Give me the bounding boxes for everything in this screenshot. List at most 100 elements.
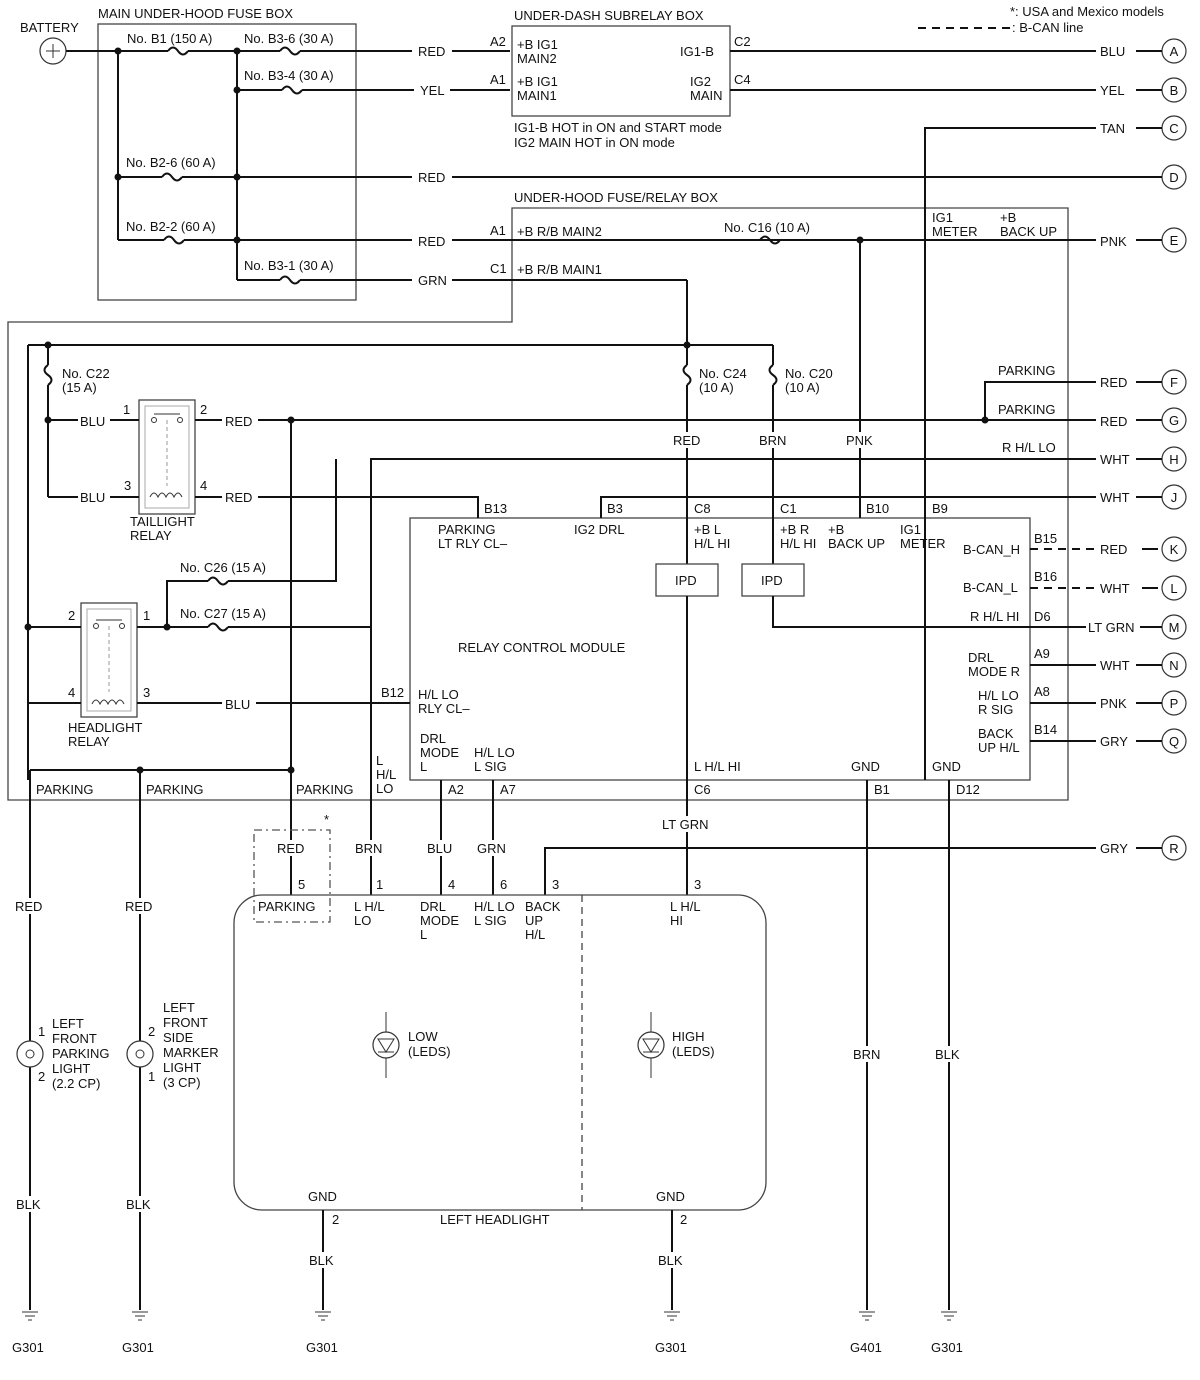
pin-label: C1 bbox=[780, 501, 797, 516]
fuse-c24-label: No. C24 bbox=[699, 366, 747, 381]
terminal-label: +B bbox=[828, 522, 844, 537]
wire-label: RED bbox=[418, 234, 445, 249]
ground-label: G301 bbox=[931, 1340, 963, 1355]
pin-label: A1 bbox=[490, 223, 506, 238]
pin-label: D6 bbox=[1034, 609, 1051, 624]
wire-label: RED bbox=[1100, 414, 1127, 429]
terminal-label: LT RLY CL– bbox=[438, 536, 508, 551]
terminal-label: B-CAN_L bbox=[963, 580, 1018, 595]
ground-label: G301 bbox=[655, 1340, 687, 1355]
pin-label: 3 bbox=[552, 877, 559, 892]
connector-m-label: M bbox=[1169, 620, 1180, 635]
pin-label: 2 bbox=[680, 1212, 687, 1227]
usa-mexico-parking-box bbox=[253, 829, 331, 923]
terminal-label: IG2 bbox=[690, 74, 711, 89]
terminal-label: PARKING bbox=[146, 782, 204, 797]
terminal-label: PARKING bbox=[258, 899, 316, 914]
fuse-b2-2-label: No. B2-2 (60 A) bbox=[126, 219, 216, 234]
wire-label: BRN bbox=[759, 433, 786, 448]
wire-label: RED bbox=[1100, 375, 1127, 390]
wire-label: WHT bbox=[1100, 658, 1130, 673]
terminal-label: H/L bbox=[525, 927, 545, 942]
main-fuse-box bbox=[97, 23, 357, 301]
terminal-label: R SIG bbox=[978, 702, 1013, 717]
pin-label: 3 bbox=[143, 685, 150, 700]
wire-label: GRN bbox=[477, 841, 506, 856]
marker-light-bulb-icon bbox=[126, 1040, 154, 1068]
terminal-label: MODE R bbox=[968, 664, 1020, 679]
fuse-b1-icon bbox=[167, 46, 189, 56]
pin-label: C2 bbox=[734, 34, 751, 49]
wire-label: PNK bbox=[1100, 696, 1127, 711]
fuse-c24-icon bbox=[682, 364, 692, 386]
ground-icon bbox=[22, 1311, 38, 1321]
wire-label: WHT bbox=[1100, 581, 1130, 596]
marker-light-label: MARKER bbox=[163, 1045, 219, 1060]
connector-h-label: H bbox=[1169, 452, 1178, 467]
terminal-label: +B IG1 bbox=[517, 74, 558, 89]
pin-label: B12 bbox=[381, 685, 404, 700]
terminal-label: IG1 bbox=[900, 522, 921, 537]
pin-label: 3 bbox=[694, 877, 701, 892]
terminal-label: DRL bbox=[420, 731, 446, 746]
pin-label: B3 bbox=[607, 501, 623, 516]
wire-label: LT GRN bbox=[662, 817, 708, 832]
battery: BATTERY bbox=[20, 20, 79, 65]
terminal-label: LO bbox=[376, 781, 393, 796]
terminal-label: H/L HI bbox=[780, 536, 816, 551]
fuse-c27-label: No. C27 (15 A) bbox=[180, 606, 266, 621]
connector-j-label: J bbox=[1171, 490, 1178, 505]
wire-label: YEL bbox=[420, 83, 445, 98]
pin-label: B14 bbox=[1034, 722, 1057, 737]
fuse-c26-label: No. C26 (15 A) bbox=[180, 560, 266, 575]
terminal-label: L bbox=[420, 927, 427, 942]
terminal-label: GND bbox=[932, 759, 961, 774]
wire-label: GRY bbox=[1100, 734, 1128, 749]
relay-label: HEADLIGHT bbox=[68, 720, 142, 735]
fuse-c22-icon bbox=[43, 364, 53, 386]
parking-light-label: (2.2 CP) bbox=[52, 1076, 100, 1091]
terminal-label: GND bbox=[308, 1189, 337, 1204]
terminal-label: MODE bbox=[420, 745, 459, 760]
wire-label: RED bbox=[225, 414, 252, 429]
terminal-label: PARKING bbox=[296, 782, 354, 797]
fuse-relay-box bbox=[7, 207, 1069, 801]
pin-label: 5 bbox=[298, 877, 305, 892]
terminal-label: L H/L bbox=[354, 899, 385, 914]
ground-label: G301 bbox=[12, 1340, 44, 1355]
wire-label: LT GRN bbox=[1088, 620, 1134, 635]
wire-label: YEL bbox=[1100, 83, 1125, 98]
wire-label: WHT bbox=[1100, 490, 1130, 505]
terminal-label: H/L LO bbox=[418, 687, 459, 702]
connector-d-label: D bbox=[1169, 170, 1178, 185]
wire-label: BLK bbox=[16, 1197, 41, 1212]
wire-label: RED bbox=[673, 433, 700, 448]
connector-b-label: B bbox=[1170, 83, 1179, 98]
wire-label: WHT bbox=[1100, 452, 1130, 467]
connector-q-label: Q bbox=[1169, 734, 1179, 749]
pin-label: 4 bbox=[448, 877, 455, 892]
pin-label: D12 bbox=[956, 782, 980, 797]
high-leds-label: (LEDS) bbox=[672, 1044, 715, 1059]
high-leds-label: HIGH bbox=[672, 1029, 705, 1044]
pin-label: 2 bbox=[148, 1024, 155, 1039]
wire-label: PNK bbox=[846, 433, 873, 448]
terminal-label: IG2 DRL bbox=[574, 522, 625, 537]
wire-label: BLK bbox=[309, 1253, 334, 1268]
wire-label: BLK bbox=[658, 1253, 683, 1268]
terminal-label: L H/L bbox=[670, 899, 701, 914]
fuse-c26-icon bbox=[207, 576, 229, 586]
wire-label: RED bbox=[125, 899, 152, 914]
parking-light-label: LEFT bbox=[52, 1016, 84, 1031]
star-note: * bbox=[324, 812, 329, 827]
pin-label: A2 bbox=[490, 34, 506, 49]
terminal-label: HI bbox=[670, 913, 683, 928]
fuse-c20-label: No. C20 bbox=[785, 366, 833, 381]
pin-label: 2 bbox=[68, 608, 75, 623]
pin-label: C4 bbox=[734, 72, 751, 87]
fuse-c22-label: No. C22 bbox=[62, 366, 110, 381]
subrelay-box-label: UNDER-DASH SUBRELAY BOX bbox=[514, 8, 704, 23]
pin-label: B10 bbox=[866, 501, 889, 516]
